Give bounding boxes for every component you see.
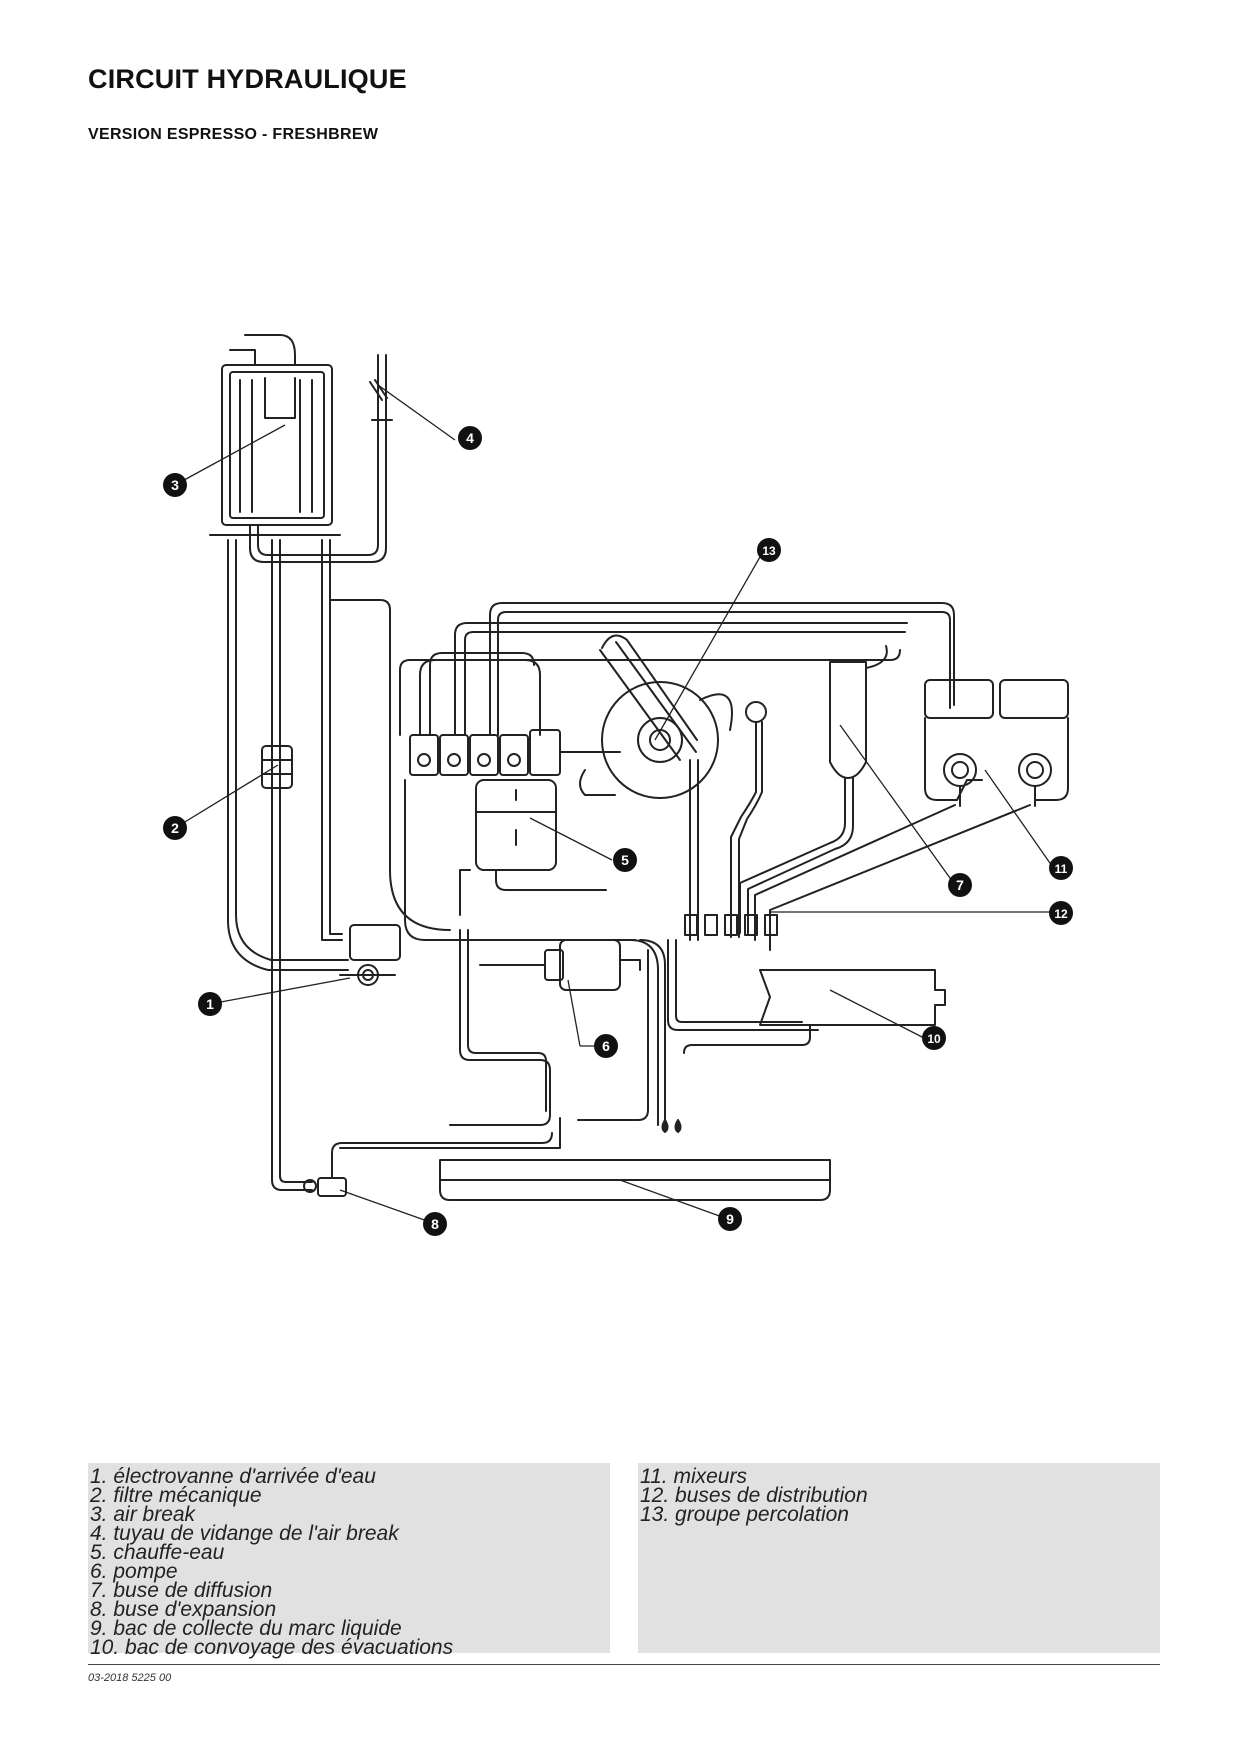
- callout-5-label: 5: [621, 852, 629, 868]
- percolation-fitting: [730, 701, 767, 938]
- drain-conveyor-tray: [629, 939, 946, 1126]
- drip-drops: [661, 1119, 682, 1133]
- expansion-nozzle: [303, 1132, 553, 1197]
- callout-8-label: 8: [431, 1216, 439, 1232]
- legend-item: 11. mixeurs: [640, 1465, 747, 1488]
- pump: [449, 929, 641, 1126]
- mixers: [754, 679, 1069, 951]
- legend-left-list: 1. électrovanne d'arrivée d'eau 2. filtr…: [88, 1463, 610, 1659]
- callout-10-label: 10: [927, 1032, 941, 1046]
- callout-13-label: 13: [762, 544, 776, 558]
- callout-9-label: 9: [726, 1211, 734, 1227]
- legend-item: 4. tuyau de vidange de l'air break: [90, 1522, 399, 1545]
- callout-11-label: 11: [1055, 862, 1068, 876]
- legend-item: 3. air break: [90, 1503, 196, 1526]
- callout-8: [423, 1212, 447, 1236]
- legend-item: 9. bac de collecte du marc liquide: [90, 1617, 402, 1640]
- legend-item: 10. bac de convoyage des évacuations: [90, 1636, 454, 1659]
- distribution-nozzles: [684, 914, 778, 936]
- callout-12-label: 12: [1054, 907, 1068, 921]
- legend-item: 8. buse d'expansion: [90, 1598, 277, 1621]
- callout-6-label: 6: [602, 1038, 610, 1054]
- legend-item: 1. électrovanne d'arrivée d'eau: [90, 1465, 376, 1488]
- callout-13: [757, 538, 781, 562]
- main-water-pipes: [227, 539, 451, 1191]
- liquid-grounds-tray: [439, 1159, 831, 1201]
- percolation-group: [579, 634, 733, 941]
- page-subtitle: VERSION ESPRESSO - FRESHBREW: [88, 126, 379, 143]
- callout-9: [718, 1207, 742, 1231]
- callout-7-label: 7: [956, 877, 964, 893]
- legend-left-panel: 1. électrovanne d'arrivée d'eau 2. filtr…: [88, 1463, 610, 1658]
- legend-item: 12. buses de distribution: [640, 1484, 868, 1507]
- callout-4: [458, 426, 482, 450]
- legend-item: 6. pompe: [90, 1560, 178, 1583]
- callout-3-label: 3: [171, 477, 179, 493]
- callout-4-label: 4: [466, 430, 474, 446]
- callout-2: [163, 816, 187, 840]
- legend-right-list: 11. mixeurs 12. buses de distribution 13…: [638, 1463, 1160, 1526]
- callout-2-label: 2: [171, 820, 179, 836]
- legend-item: 2. filtre mécanique: [90, 1484, 262, 1507]
- callout-3: [163, 473, 187, 497]
- legend-item: 13. groupe percolation: [640, 1503, 849, 1526]
- callout-11: [1049, 856, 1073, 880]
- callout-1-label: 1: [206, 996, 214, 1012]
- callout-6: [594, 1034, 618, 1058]
- legend-item: 5. chauffe-eau: [90, 1541, 225, 1564]
- callout-1: [198, 992, 222, 1016]
- mechanical-filter: [261, 745, 293, 789]
- callout-10: [922, 1026, 946, 1050]
- callout-leaders: [174, 384, 1053, 1223]
- callout-12: [1049, 901, 1073, 925]
- inlet-solenoid-valve: [339, 924, 401, 986]
- callout-5: [613, 848, 637, 872]
- legend-item: 7. buse de diffusion: [90, 1579, 273, 1602]
- solenoid-valve-block: [399, 602, 955, 941]
- callout-7: [948, 873, 972, 897]
- callout-markers: 1 2 3 4 5 6 7 8 9 10 11 12 13: [163, 426, 1073, 1236]
- air-break-drain-tube: [249, 354, 393, 563]
- legend-right-panel: 11. mixeurs 12. buses de distribution 13…: [638, 1463, 1160, 1653]
- tray-feed-pipes: [339, 949, 649, 1149]
- air-break-tank: [209, 334, 341, 536]
- document-code: 03-2018 5225 00: [88, 1672, 172, 1684]
- page-title: CIRCUIT HYDRAULIQUE: [88, 64, 407, 94]
- footer-divider: [88, 1664, 1160, 1665]
- water-heater: [459, 779, 607, 916]
- diffusion-nozzle: [739, 645, 888, 935]
